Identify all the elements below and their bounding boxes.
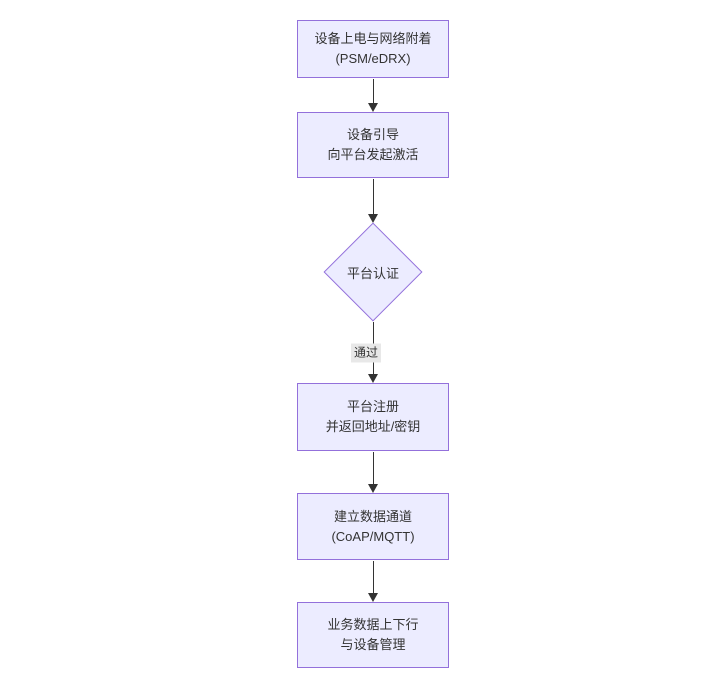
arrow-down-icon <box>368 103 378 112</box>
edge-label-pass: 通过 <box>350 343 382 363</box>
arrow-down-icon <box>368 374 378 383</box>
node-text-line: (PSM/eDRX) <box>335 51 411 66</box>
flow-node-data-channel: 建立数据通道 (CoAP/MQTT) <box>297 493 449 560</box>
flow-node-platform-auth: 平台认证 <box>323 222 423 322</box>
edge-channel-to-business <box>368 561 378 602</box>
edge-register-to-channel <box>368 452 378 493</box>
arrow-down-icon <box>368 593 378 602</box>
arrow-down-icon <box>368 214 378 223</box>
flow-node-bootstrap: 设备引导 向平台发起激活 <box>297 112 449 178</box>
edge-line <box>372 561 374 593</box>
node-text-line: (CoAP/MQTT) <box>331 528 415 544</box>
flow-node-register: 平台注册 并返回地址/密钥 <box>297 383 449 451</box>
node-text-line: 平台认证 <box>346 265 399 281</box>
edge-line <box>372 179 374 214</box>
edge-bootstrap-to-auth <box>368 179 378 223</box>
node-text-line: 与设备管理 <box>340 637 406 652</box>
node-text-line: 建立数据通道 <box>333 508 412 524</box>
edge-line <box>372 79 374 103</box>
node-text-line: 向平台发起激活 <box>327 147 419 162</box>
flow-node-business: 业务数据上下行 与设备管理 <box>297 602 449 668</box>
edge-power-to-bootstrap <box>368 79 378 112</box>
node-text-line: 并返回地址/密钥 <box>325 419 421 434</box>
arrow-down-icon <box>368 484 378 493</box>
flow-node-power-attach: 设备上电与网络附着 (PSM/eDRX) <box>297 20 449 78</box>
node-text-line: 平台注册 <box>346 399 399 414</box>
node-text-line: 业务数据上下行 <box>327 617 419 632</box>
edge-line <box>372 452 374 484</box>
node-text-line: 设备上电与网络附着 <box>314 31 432 46</box>
node-text-line: 设备引导 <box>346 127 399 142</box>
